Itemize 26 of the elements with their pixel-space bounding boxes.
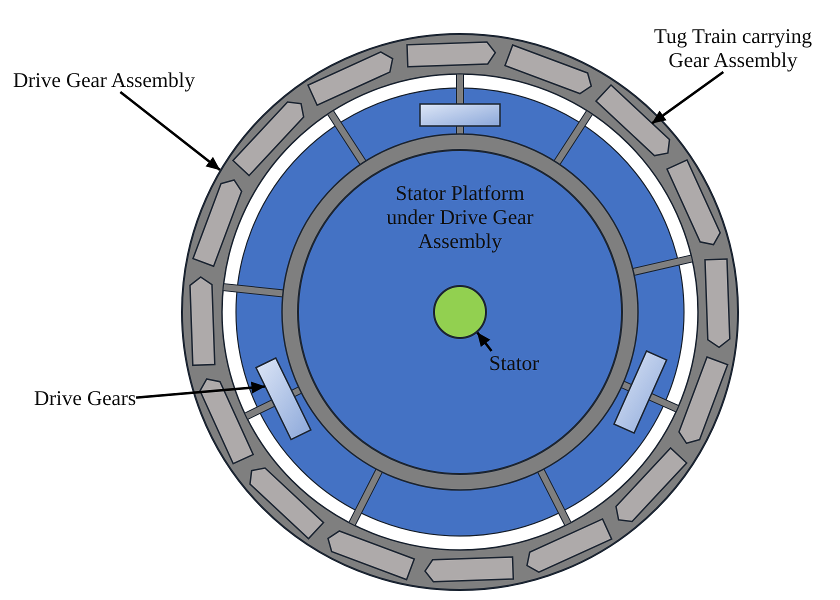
callout-label: Tug Train carrying Gear Assembly xyxy=(650,24,816,72)
tug-car xyxy=(704,258,732,348)
callout-label: Drive Gear Assembly xyxy=(13,68,195,92)
platform-disc xyxy=(297,149,623,475)
drive-gear xyxy=(419,103,501,127)
tug-car xyxy=(678,356,728,445)
leader-arrow xyxy=(651,70,724,124)
tug-car xyxy=(615,447,688,523)
leader-arrow xyxy=(476,332,492,352)
leader-arrow xyxy=(136,382,266,399)
drive-gear xyxy=(612,350,668,434)
drive-gear xyxy=(254,356,312,440)
tug-car xyxy=(526,518,613,573)
tug-car xyxy=(249,467,325,540)
tug-car xyxy=(232,101,305,177)
tug-car xyxy=(307,51,394,106)
tug-car xyxy=(504,44,593,94)
tug-car xyxy=(192,179,242,268)
stator-disc xyxy=(433,285,487,339)
platform-label: Stator Platform under Drive Gear Assembly xyxy=(386,181,534,253)
callout-label: Stator xyxy=(489,351,540,375)
tug-car xyxy=(595,84,671,157)
tug-car xyxy=(666,159,721,246)
tug-car xyxy=(327,530,416,580)
tug-car xyxy=(199,378,254,465)
callout-label: Drive Gears xyxy=(34,386,136,410)
